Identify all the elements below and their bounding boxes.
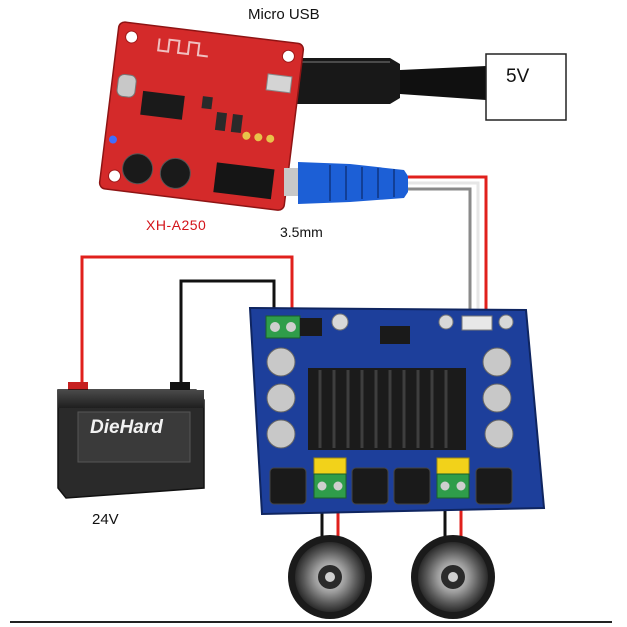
speaker-terminal-right (437, 458, 469, 498)
bluetooth-receiver-board (99, 21, 304, 210)
audio-jack-label: 3.5mm (280, 224, 323, 240)
speaker-icon (288, 535, 372, 619)
supply-voltage-label: 5V (506, 66, 529, 88)
capacitor-group-left (267, 348, 295, 448)
usb-cable (282, 58, 486, 104)
module-model-label: XH-A250 (146, 217, 206, 233)
capacitor-group-right (483, 348, 513, 448)
wire-audio-gray (408, 189, 470, 318)
inductor (352, 468, 388, 504)
battery-brand-label: DieHard (90, 417, 163, 439)
micro-usb-label: Micro USB (248, 6, 320, 23)
wire-audio-red (408, 177, 486, 318)
audio-plug (284, 162, 408, 204)
heatsink (308, 368, 466, 450)
speaker-terminal-left (314, 458, 346, 498)
speaker-icon (411, 535, 495, 619)
car-battery-icon (58, 382, 204, 498)
inductor (394, 468, 430, 504)
inductor (476, 468, 512, 504)
wire-audio-white (408, 183, 478, 318)
battery-voltage-label: 24V (92, 511, 119, 528)
amplifier-board (250, 308, 544, 514)
inductor (270, 468, 306, 504)
